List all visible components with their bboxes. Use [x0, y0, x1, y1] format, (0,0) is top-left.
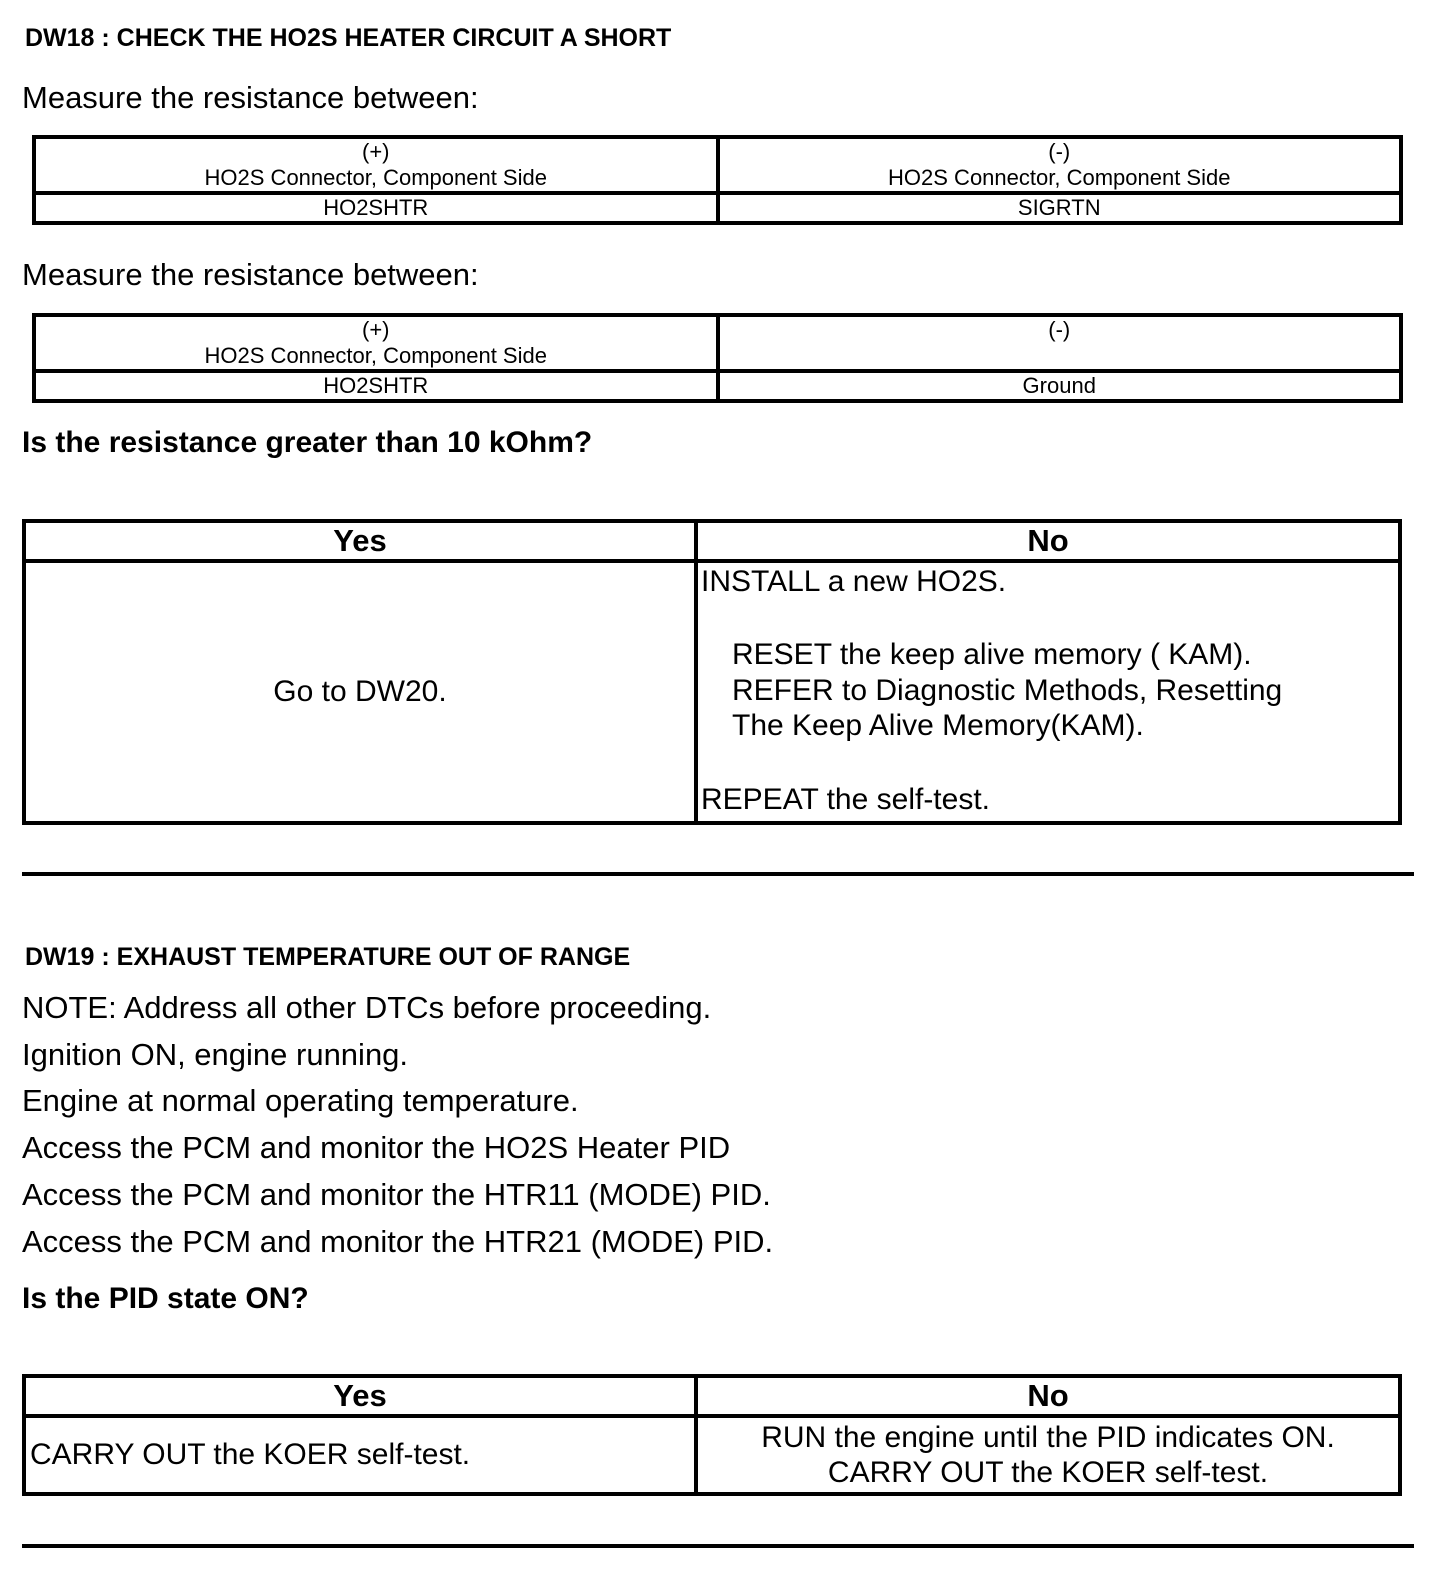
positive-connector-label: HO2S Connector, Component Side	[204, 165, 547, 190]
no-action-line: RUN the engine until the PID indicates O…	[761, 1421, 1335, 1454]
dw18-measure-2-intro: Measure the resistance between:	[22, 257, 479, 292]
negative-sign: (-)	[1048, 139, 1071, 164]
negative-sign: (-)	[1048, 317, 1071, 342]
yes-action: Go to DW20.	[273, 675, 447, 708]
no-action-line: CARRY OUT the KOER self-test.	[827, 1456, 1269, 1489]
yes-column-header: Yes	[22, 519, 698, 563]
yes-action-cell: CARRY OUT the KOER self-test.	[22, 1414, 698, 1496]
no-action-line: INSTALL a new HO2S.	[701, 565, 1007, 598]
dw18-question: Is the resistance greater than 10 kOhm?	[22, 426, 593, 459]
positive-sign: (+)	[362, 317, 390, 342]
dw19-instruction-line: Access the PCM and monitor the HO2S Heat…	[22, 1130, 731, 1165]
no-action-cell: RUN the engine until the PID indicates O…	[694, 1414, 1402, 1496]
dw18-measure-1-intro: Measure the resistance between:	[22, 80, 479, 115]
negative-connector-label: HO2S Connector, Component Side	[888, 165, 1231, 190]
positive-sign: (+)	[362, 139, 390, 164]
dw19-instruction-line: Access the PCM and monitor the HTR21 (MO…	[22, 1224, 774, 1259]
yes-column-header: Yes	[22, 1374, 698, 1418]
no-action-line: The Keep Alive Memory(KAM).	[732, 709, 1144, 742]
no-action-line: RESET the keep alive memory ( KAM).	[732, 638, 1252, 671]
yes-action-cell: Go to DW20.	[22, 559, 698, 825]
positive-probe-header: (+) HO2S Connector, Component Side	[32, 313, 720, 373]
dw19-question: Is the PID state ON?	[22, 1282, 309, 1315]
section-divider	[22, 872, 1414, 876]
positive-probe-header: (+) HO2S Connector, Component Side	[32, 135, 720, 195]
dw18-decision-table: Yes No Go to DW20. INSTALL a new HO2S. R…	[22, 519, 1402, 825]
dw18-step-title: DW18 : CHECK THE HO2S HEATER CIRCUIT A S…	[25, 24, 672, 52]
yes-action: CARRY OUT the KOER self-test.	[30, 1438, 471, 1471]
dw19-instruction-line: Ignition ON, engine running.	[22, 1037, 409, 1072]
dw18-measurement-table-1: (+) HO2S Connector, Component Side (-) H…	[32, 135, 1403, 225]
section-divider	[22, 1544, 1414, 1548]
dw19-decision-table: Yes No CARRY OUT the KOER self-test. RUN…	[22, 1374, 1402, 1496]
positive-pin: HO2SHTR	[32, 191, 720, 225]
negative-pin: Ground	[715, 369, 1403, 403]
no-action-line: REFER to Diagnostic Methods, Resetting	[732, 674, 1283, 707]
positive-pin: HO2SHTR	[32, 369, 720, 403]
no-action-cell: INSTALL a new HO2S. RESET the keep alive…	[694, 559, 1402, 825]
no-column-header: No	[694, 519, 1402, 563]
no-action-line: REPEAT the self-test.	[701, 783, 990, 816]
dw19-instruction-line: NOTE: Address all other DTCs before proc…	[22, 990, 712, 1025]
positive-connector-label: HO2S Connector, Component Side	[204, 343, 547, 368]
dw19-instruction-line: Engine at normal operating temperature.	[22, 1083, 579, 1118]
dw18-measurement-table-2: (+) HO2S Connector, Component Side (-) H…	[32, 313, 1403, 403]
no-column-header: No	[694, 1374, 1402, 1418]
negative-probe-header: (-)	[715, 313, 1403, 373]
dw19-instruction-line: Access the PCM and monitor the HTR11 (MO…	[22, 1177, 771, 1212]
negative-probe-header: (-) HO2S Connector, Component Side	[715, 135, 1403, 195]
dw19-step-title: DW19 : EXHAUST TEMPERATURE OUT OF RANGE	[25, 943, 631, 971]
negative-pin: SIGRTN	[715, 191, 1403, 225]
